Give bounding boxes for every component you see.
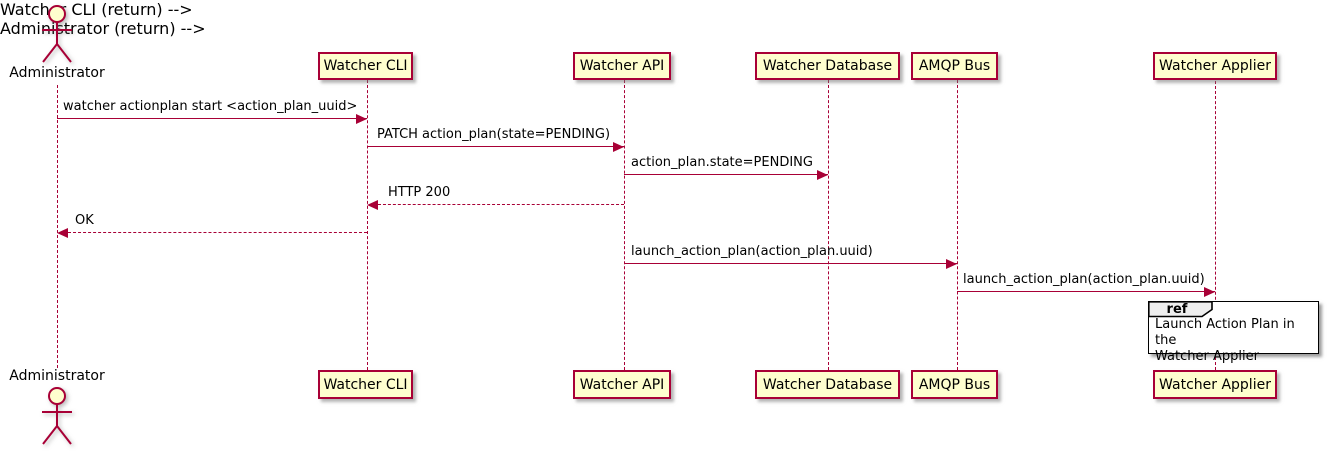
arrowhead-icon [613,142,624,152]
participant-label: Watcher Applier [1159,376,1271,393]
participant-box-watcher-api-top: Watcher API [573,52,671,80]
message-line [624,263,957,264]
participant-label: Watcher Applier [1159,58,1271,74]
participant-box-watcher-cli-top: Watcher CLI [318,52,413,80]
participant-box-watcher-applier-top: Watcher Applier [1153,52,1277,80]
participant-box-watcher-database-bottom: Watcher Database [755,370,900,399]
participant-label: Watcher Database [762,58,893,74]
actor-icon-administrator-bottom [42,387,72,445]
message-label: HTTP 200 [388,185,451,200]
participant-box-watcher-applier-bottom: Watcher Applier [1153,370,1277,399]
message-line [378,204,624,205]
ref-header-shape [1148,301,1213,318]
message-label: watcher actionplan start <action_plan_uu… [63,99,358,114]
message-label: PATCH action_plan(state=PENDING) [377,127,611,142]
participant-label: Watcher CLI [323,376,408,393]
message-label: launch_action_plan(action_plan.uuid) [963,272,1205,287]
message-line [68,232,367,233]
arrowhead-icon [946,259,957,269]
message-line [367,146,624,147]
lifeline-watcher-applier [1215,81,1216,370]
participant-label: Watcher CLI [323,58,408,74]
lifeline-watcher-api [624,80,625,370]
participant-box-watcher-cli-bottom: Watcher CLI [318,370,413,399]
ref-fragment: ref Launch Action Plan in the Watcher Ap… [1148,301,1319,364]
message-line [957,291,1215,292]
arrowhead-icon [367,200,378,210]
ref-keyword: ref [1166,302,1188,317]
message-label: action_plan.state=PENDING [631,155,813,170]
message-label: OK [75,213,94,228]
ref-text: Launch Action Plan in the Watcher Applie… [1155,317,1295,364]
actor-label-administrator-top: Administrator [9,65,105,81]
participant-box-amqp-bus-top: AMQP Bus [911,52,998,80]
lifeline-amqp-bus [957,80,958,370]
participant-label: AMQP Bus [918,376,991,393]
arrowhead-icon [817,170,828,180]
lifeline-watcher-cli [367,80,368,370]
participant-label: Watcher Database [762,376,893,393]
participant-label: Watcher API [579,58,665,74]
lifeline-administrator [57,85,58,368]
message-line [624,174,828,175]
actor-icon-administrator-top [42,5,72,63]
participant-label: Watcher API [579,376,665,393]
participant-box-amqp-bus-bottom: AMQP Bus [911,370,998,399]
arrowhead-icon [356,114,367,124]
arrowhead-icon [1204,287,1215,297]
message-line [57,118,367,119]
participant-box-watcher-api-bottom: Watcher API [573,370,671,399]
actor-label-administrator-bottom: Administrator [9,368,105,384]
arrowhead-icon [57,228,68,238]
lifeline-watcher-database [828,80,829,370]
message-label: launch_action_plan(action_plan.uuid) [631,244,873,259]
participant-box-watcher-database-top: Watcher Database [755,52,900,80]
participant-label: AMQP Bus [918,58,991,74]
